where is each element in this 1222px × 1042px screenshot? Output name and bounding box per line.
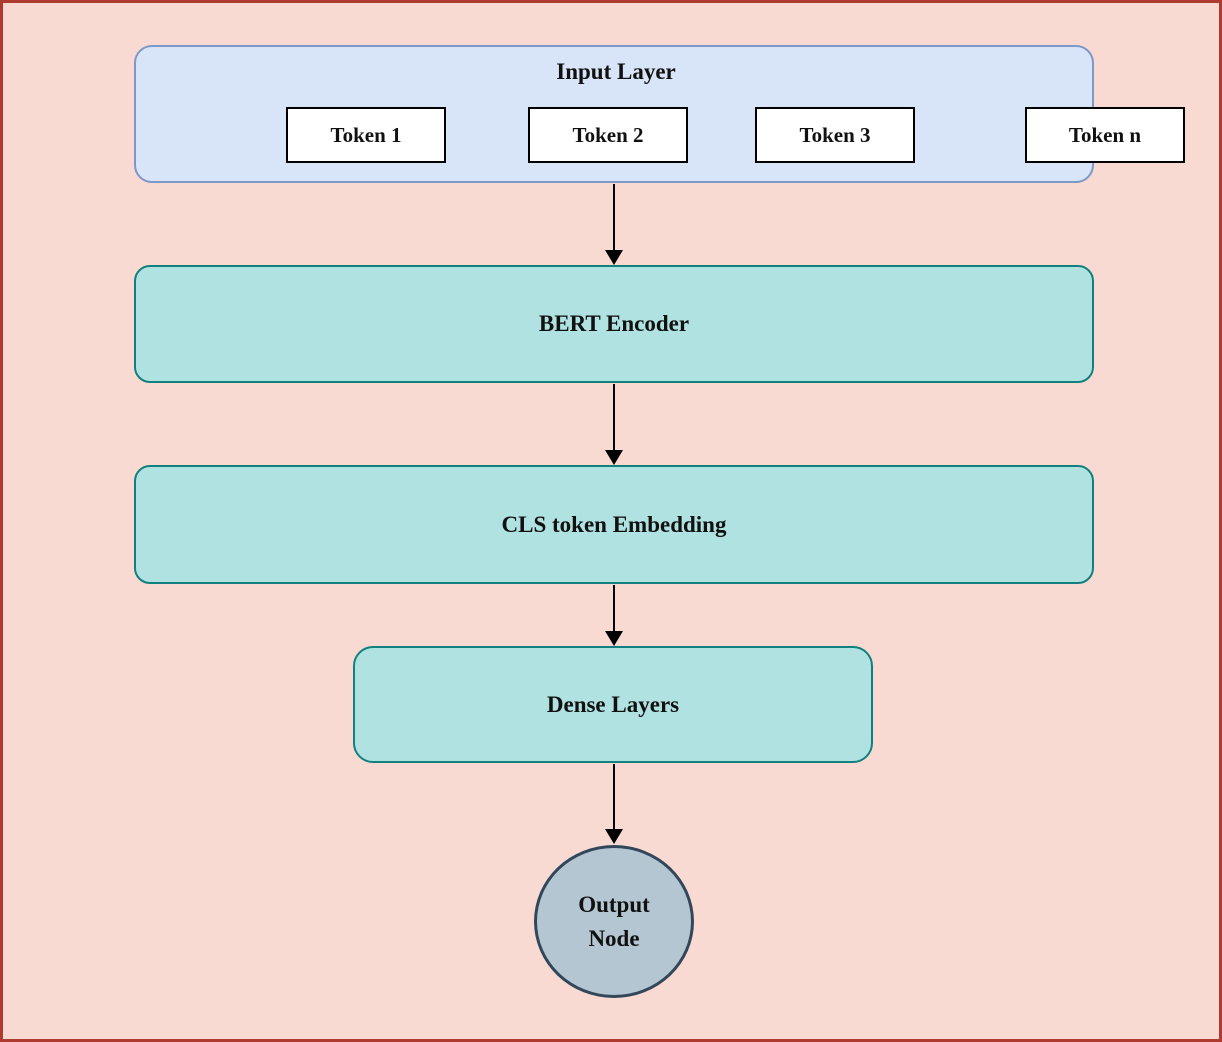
token-box-2: Token 2 <box>528 107 688 163</box>
token-label-2: Token 2 <box>572 122 644 147</box>
bert-encoder-label: BERT Encoder <box>538 311 690 336</box>
dense-layers-label: Dense Layers <box>546 691 680 717</box>
arrow-cls-to-dense <box>605 585 623 646</box>
arrow-head-icon <box>605 631 623 646</box>
arrow-encoder-to-cls <box>605 384 623 465</box>
input-layer-title: Input Layer <box>556 59 676 84</box>
arrow-line <box>612 184 616 250</box>
token-label-3: Token 3 <box>799 122 871 147</box>
arrow-head-icon <box>605 829 623 844</box>
token-label-1: Token 1 <box>330 122 402 147</box>
token-box-n: Token n <box>1025 107 1185 163</box>
cls-embedding-box: CLS token Embedding <box>134 465 1094 584</box>
token-label-n: Token n <box>1068 122 1142 147</box>
arrow-line <box>612 585 616 631</box>
arrow-input-to-encoder <box>605 184 623 265</box>
bert-encoder-box: BERT Encoder <box>134 265 1094 383</box>
arrow-head-icon <box>605 450 623 465</box>
output-node-label: Output Node <box>578 892 650 951</box>
token-box-3: Token 3 <box>755 107 915 163</box>
arrow-head-icon <box>605 250 623 265</box>
output-node-circle: Output Node <box>534 845 694 998</box>
arrow-line <box>612 764 616 829</box>
input-layer-box: Input Layer Token 1 Token 2 Token 3 Toke… <box>134 45 1185 183</box>
dense-layers-box: Dense Layers <box>353 646 873 763</box>
arrow-dense-to-output <box>605 764 623 844</box>
token-box-1: Token 1 <box>286 107 446 163</box>
cls-embedding-label: CLS token Embedding <box>501 511 727 537</box>
arrow-line <box>612 384 616 450</box>
